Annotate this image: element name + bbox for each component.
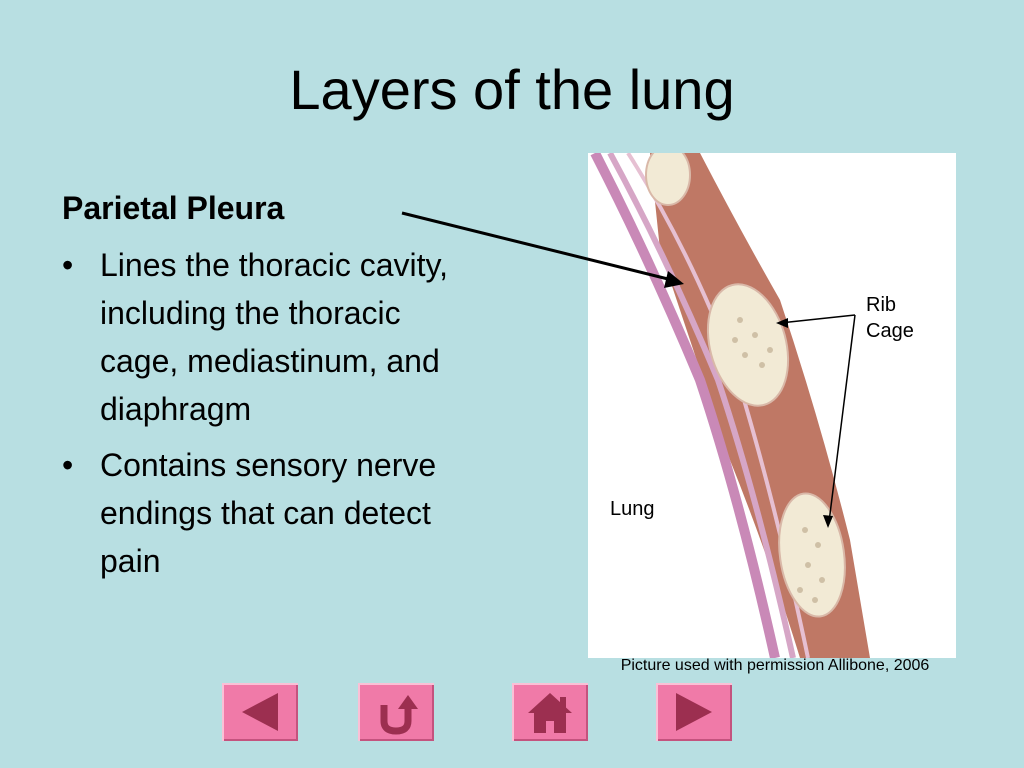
pleura-layer [626, 153, 810, 658]
rib-section [706, 283, 790, 407]
arrowhead [664, 271, 684, 288]
bullet-list: Lines the thoracic cavity, including the… [62, 241, 482, 585]
text-content: Parietal Pleura Lines the thoracic cavit… [62, 190, 482, 593]
rib-label-line: Rib [866, 294, 897, 316]
previous-button[interactable] [222, 683, 298, 741]
rib-section [778, 492, 846, 618]
section-heading: Parietal Pleura [62, 190, 285, 226]
pleura-layer [607, 153, 796, 658]
cage-label-line: Cage [866, 320, 914, 342]
pleura-layer [590, 153, 780, 658]
home-button[interactable] [512, 683, 588, 741]
rib-section [645, 153, 691, 206]
rib-cage-label: Rib Cage [866, 292, 914, 344]
right-triangle-icon [676, 693, 712, 731]
arrowhead [776, 318, 788, 328]
slide-title: Layers of the lung [289, 58, 735, 121]
picture-caption: Picture used with permission Allibone, 2… [620, 657, 930, 674]
return-arrow-icon [380, 695, 418, 735]
bullet-item: Contains sensory nerve endings that can … [62, 441, 482, 585]
return-button[interactable] [358, 683, 434, 741]
picture-background [588, 153, 956, 658]
next-button[interactable] [656, 683, 732, 741]
bullet-item: Lines the thoracic cavity, including the… [62, 241, 482, 433]
home-icon [528, 693, 572, 733]
rib-pointer-line [828, 314, 856, 523]
left-triangle-icon [242, 693, 278, 731]
rib-pointer-line [779, 314, 856, 324]
intercostal-muscle [650, 153, 870, 658]
lung-label: Lung [610, 498, 655, 520]
arrowhead [823, 515, 833, 528]
